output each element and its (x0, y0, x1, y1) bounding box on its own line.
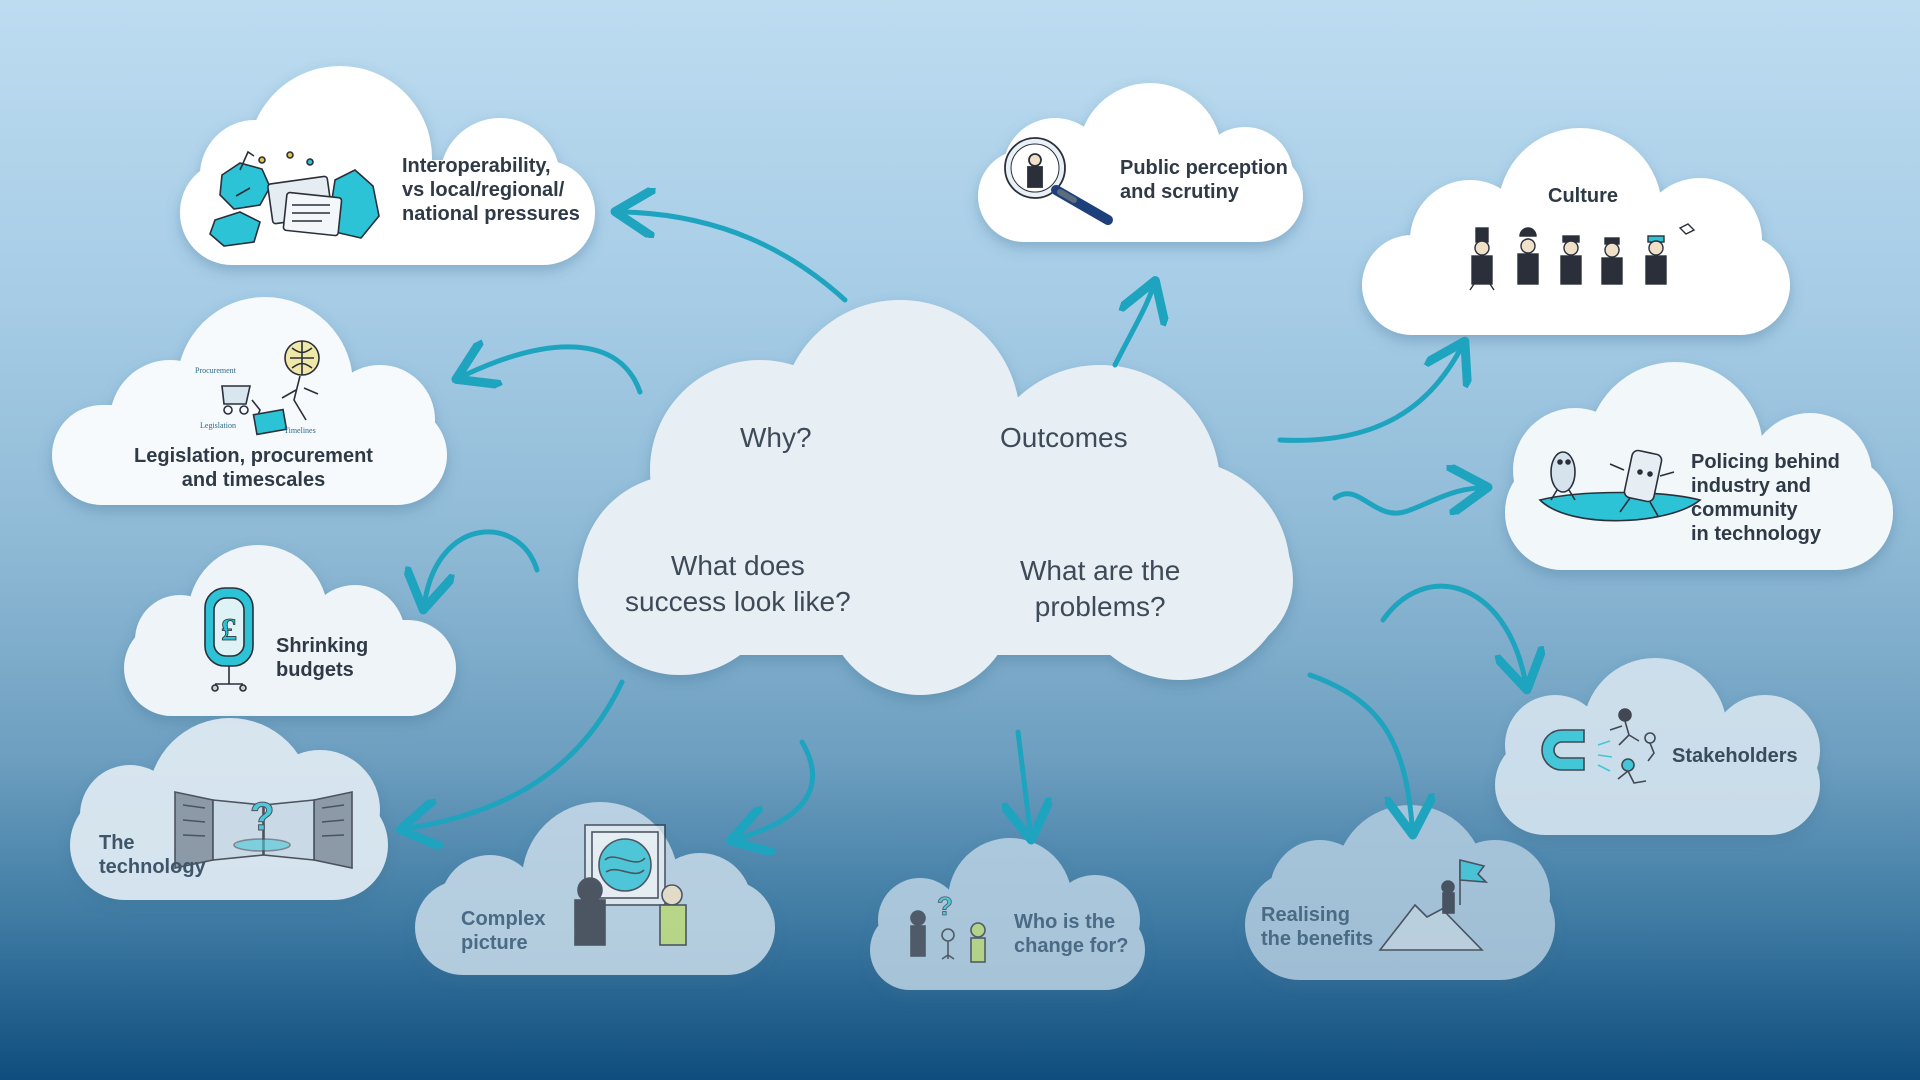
complex-label: Complex picture (461, 908, 546, 954)
arrow-to-realising (1307, 672, 1412, 825)
sketch-legislation: Legislation (200, 421, 236, 430)
arrow-to-budgets (425, 529, 540, 600)
sketch-procurement: Procurement (195, 366, 237, 375)
culture-label: Culture (1548, 185, 1618, 207)
magnet-illustration (1541, 708, 1656, 784)
cloud-realising (1245, 805, 1555, 980)
magnifier-illustration (1004, 137, 1113, 225)
pound-vise-illustration: £ (204, 587, 254, 692)
arrow-to-legislation (465, 347, 643, 395)
arrow-to-complex (740, 739, 815, 838)
arrows (410, 212, 1525, 838)
problems-label: What are the problems? (1020, 555, 1181, 622)
stakeholders-label: Stakeholders (1672, 745, 1798, 767)
cloud-who (870, 838, 1145, 990)
svg-text:?: ? (250, 795, 274, 839)
arrow-to-technology (410, 679, 625, 828)
arrow-to-public (1112, 290, 1152, 368)
people-illustration: ? (910, 891, 986, 963)
arrow-to-stakeholders (1380, 583, 1525, 680)
officers-illustration (1469, 223, 1696, 291)
arrow-to-who (1018, 729, 1030, 830)
framed-picture-illustration (574, 824, 687, 946)
success-label: What does success look like? (625, 550, 851, 617)
who-label: Who is the change for? (1014, 911, 1129, 957)
sketch-timelines: Timelines (284, 426, 316, 435)
cloud-culture (1362, 128, 1790, 335)
interoperability-label: Interoperability, vs local/regional/ nat… (402, 155, 580, 225)
map-illustration (209, 150, 380, 247)
realising-label: Realising the benefits (1261, 904, 1374, 950)
technology-label: The technology (99, 832, 206, 878)
arrow-to-culture (1277, 350, 1460, 443)
arrow-to-policing (1332, 488, 1478, 516)
cloud-legislation (52, 297, 447, 505)
cloud-center (578, 300, 1293, 695)
servers-illustration: ? (174, 791, 353, 869)
svg-text:?: ? (937, 891, 953, 921)
policing-label: Policing behind industry and community i… (1691, 451, 1840, 545)
outcomes-label: Outcomes (1000, 422, 1128, 453)
arrow-to-interoperability (625, 212, 848, 303)
why-label: Why? (740, 422, 812, 453)
cloud-budgets (124, 545, 456, 716)
legislation-illustration: Procurement Legislation Timelines (195, 340, 320, 436)
svg-text:£: £ (221, 611, 237, 647)
flag-summit-illustration (1378, 858, 1489, 951)
legislation-label: Legislation, procurement and timescales (134, 445, 373, 491)
budgets-label: Shrinking budgets (276, 635, 369, 681)
public-label: Public perception and scrutiny (1120, 157, 1288, 203)
running-phone-illustration (1538, 449, 1702, 522)
